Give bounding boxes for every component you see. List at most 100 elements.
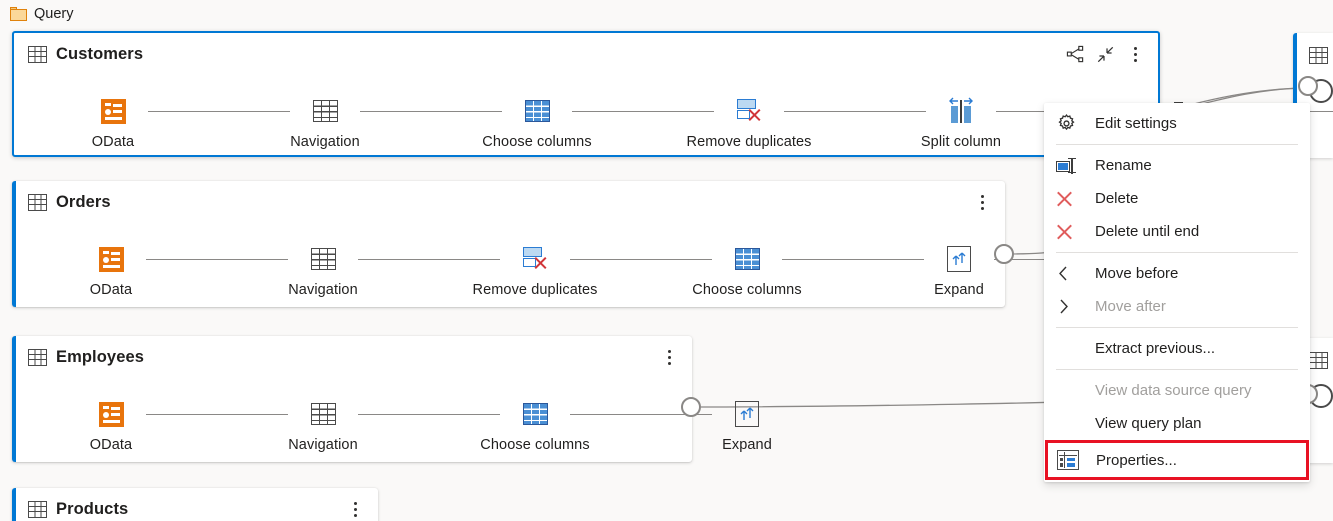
query-link-node[interactable] [1298, 76, 1318, 96]
query-name: Employees [56, 348, 145, 366]
query-output-node[interactable] [994, 244, 1014, 264]
menu-item-view-data-source-query: View data source query [1044, 374, 1310, 407]
selection-accent-bar [12, 181, 16, 307]
step-choose-columns[interactable]: Choose columns [482, 93, 592, 150]
rename-icon [1056, 157, 1086, 174]
step-label: Choose columns [482, 134, 592, 150]
navigation-table-icon [312, 100, 338, 122]
query-name: Customers [56, 45, 144, 63]
query-card-title: Products [12, 488, 128, 519]
step-context-menu: Edit settings Rename Delete Delete until… [1044, 103, 1310, 482]
delete-x-icon [1056, 223, 1086, 240]
step-navigation[interactable]: Navigation [270, 396, 376, 453]
step-connector [572, 93, 714, 129]
menu-item-label: Move before [1095, 265, 1179, 282]
query-card-products[interactable]: Products [12, 488, 378, 521]
gear-icon [1056, 113, 1086, 134]
menu-item-label: Delete until end [1095, 223, 1200, 240]
step-connector [784, 93, 926, 129]
odata-icon [98, 246, 124, 272]
step-label: Navigation [288, 282, 358, 298]
menu-item-view-query-plan[interactable]: View query plan [1044, 407, 1310, 440]
choose-columns-icon [524, 100, 550, 122]
query-card-actions [656, 344, 682, 370]
step-navigation[interactable]: Navigation [270, 241, 376, 298]
odata-icon [98, 401, 124, 427]
menu-separator [1056, 369, 1298, 370]
menu-item-rename[interactable]: Rename [1044, 149, 1310, 182]
selection-accent-bar [12, 336, 16, 462]
menu-item-label: View query plan [1095, 415, 1202, 432]
query-card-employees[interactable]: Employees OData Navigation Choose col [12, 336, 772, 462]
step-label: OData [89, 437, 133, 453]
step-expand[interactable]: Expand [694, 396, 800, 453]
step-split-column[interactable]: Split column [908, 93, 1014, 150]
choose-columns-icon [522, 403, 548, 425]
menu-separator [1056, 144, 1298, 145]
menu-item-label: Move after [1095, 298, 1166, 315]
step-odata[interactable]: OData [58, 241, 164, 298]
step-choose-columns[interactable]: Choose columns [692, 241, 802, 298]
expand-icon [947, 246, 971, 272]
navigation-table-icon [310, 403, 336, 425]
menu-item-delete-until-end[interactable]: Delete until end [1044, 215, 1310, 248]
step-connector [358, 241, 500, 277]
step-label: Choose columns [692, 282, 802, 298]
step-label: OData [91, 134, 135, 150]
navigation-table-icon [310, 248, 336, 270]
table-icon [1309, 352, 1328, 369]
query-card-title: Employees [12, 336, 144, 367]
menu-item-delete[interactable]: Delete [1044, 182, 1310, 215]
query-name: Products [56, 500, 129, 518]
choose-columns-icon [734, 248, 760, 270]
step-label: Remove duplicates [686, 134, 812, 150]
step-odata[interactable]: OData [60, 93, 166, 150]
menu-item-label: Rename [1095, 157, 1152, 174]
step-connector [570, 396, 712, 432]
step-label: OData [89, 282, 133, 298]
delete-x-icon [1056, 190, 1086, 207]
query-card-actions [342, 496, 368, 521]
more-options-icon[interactable] [342, 496, 368, 521]
table-icon [28, 46, 47, 63]
menu-item-extract-previous[interactable]: Extract previous... [1044, 332, 1310, 365]
step-navigation[interactable]: Navigation [272, 93, 378, 150]
step-choose-columns[interactable]: Choose columns [480, 396, 590, 453]
query-output-node[interactable] [681, 397, 701, 417]
step-label: Navigation [290, 134, 360, 150]
menu-separator [1056, 252, 1298, 253]
more-options-icon[interactable] [656, 344, 682, 370]
step-connector [148, 93, 290, 129]
query-card-actions [1062, 41, 1148, 67]
menu-item-label: Delete [1095, 190, 1139, 207]
breadcrumb[interactable]: Query [10, 6, 74, 22]
selection-accent-bar [12, 488, 16, 521]
query-card-actions [969, 189, 995, 215]
step-expand[interactable]: Expand [906, 241, 1012, 298]
step-remove-duplicates[interactable]: Remove duplicates [473, 241, 597, 298]
query-card-title: Customers [14, 33, 143, 64]
query-card-orders[interactable]: Orders OData Navigation [12, 181, 1201, 307]
menu-item-edit-settings[interactable]: Edit settings [1044, 107, 1310, 140]
step-remove-duplicates[interactable]: Remove duplicates [687, 93, 811, 150]
step-odata[interactable]: OData [58, 396, 164, 453]
step-connector [358, 396, 500, 432]
step-connector [570, 241, 712, 277]
more-options-icon[interactable] [1122, 41, 1148, 67]
step-connector [360, 93, 502, 129]
query-card-customers[interactable]: Customers [12, 31, 1333, 157]
menu-item-move-before[interactable]: Move before [1044, 257, 1310, 290]
table-icon [28, 349, 47, 366]
step-label: Navigation [288, 437, 358, 453]
menu-item-properties[interactable]: Properties... [1045, 440, 1309, 480]
diagram-share-icon[interactable] [1062, 41, 1088, 67]
collapse-icon[interactable] [1092, 41, 1118, 67]
step-label: Choose columns [480, 437, 590, 453]
more-options-icon[interactable] [969, 189, 995, 215]
selection-accent-bar [1293, 33, 1297, 158]
expand-icon [735, 401, 759, 427]
table-icon [1309, 47, 1328, 64]
query-name: Orders [56, 193, 111, 211]
query-card-title: Orders [12, 181, 111, 212]
